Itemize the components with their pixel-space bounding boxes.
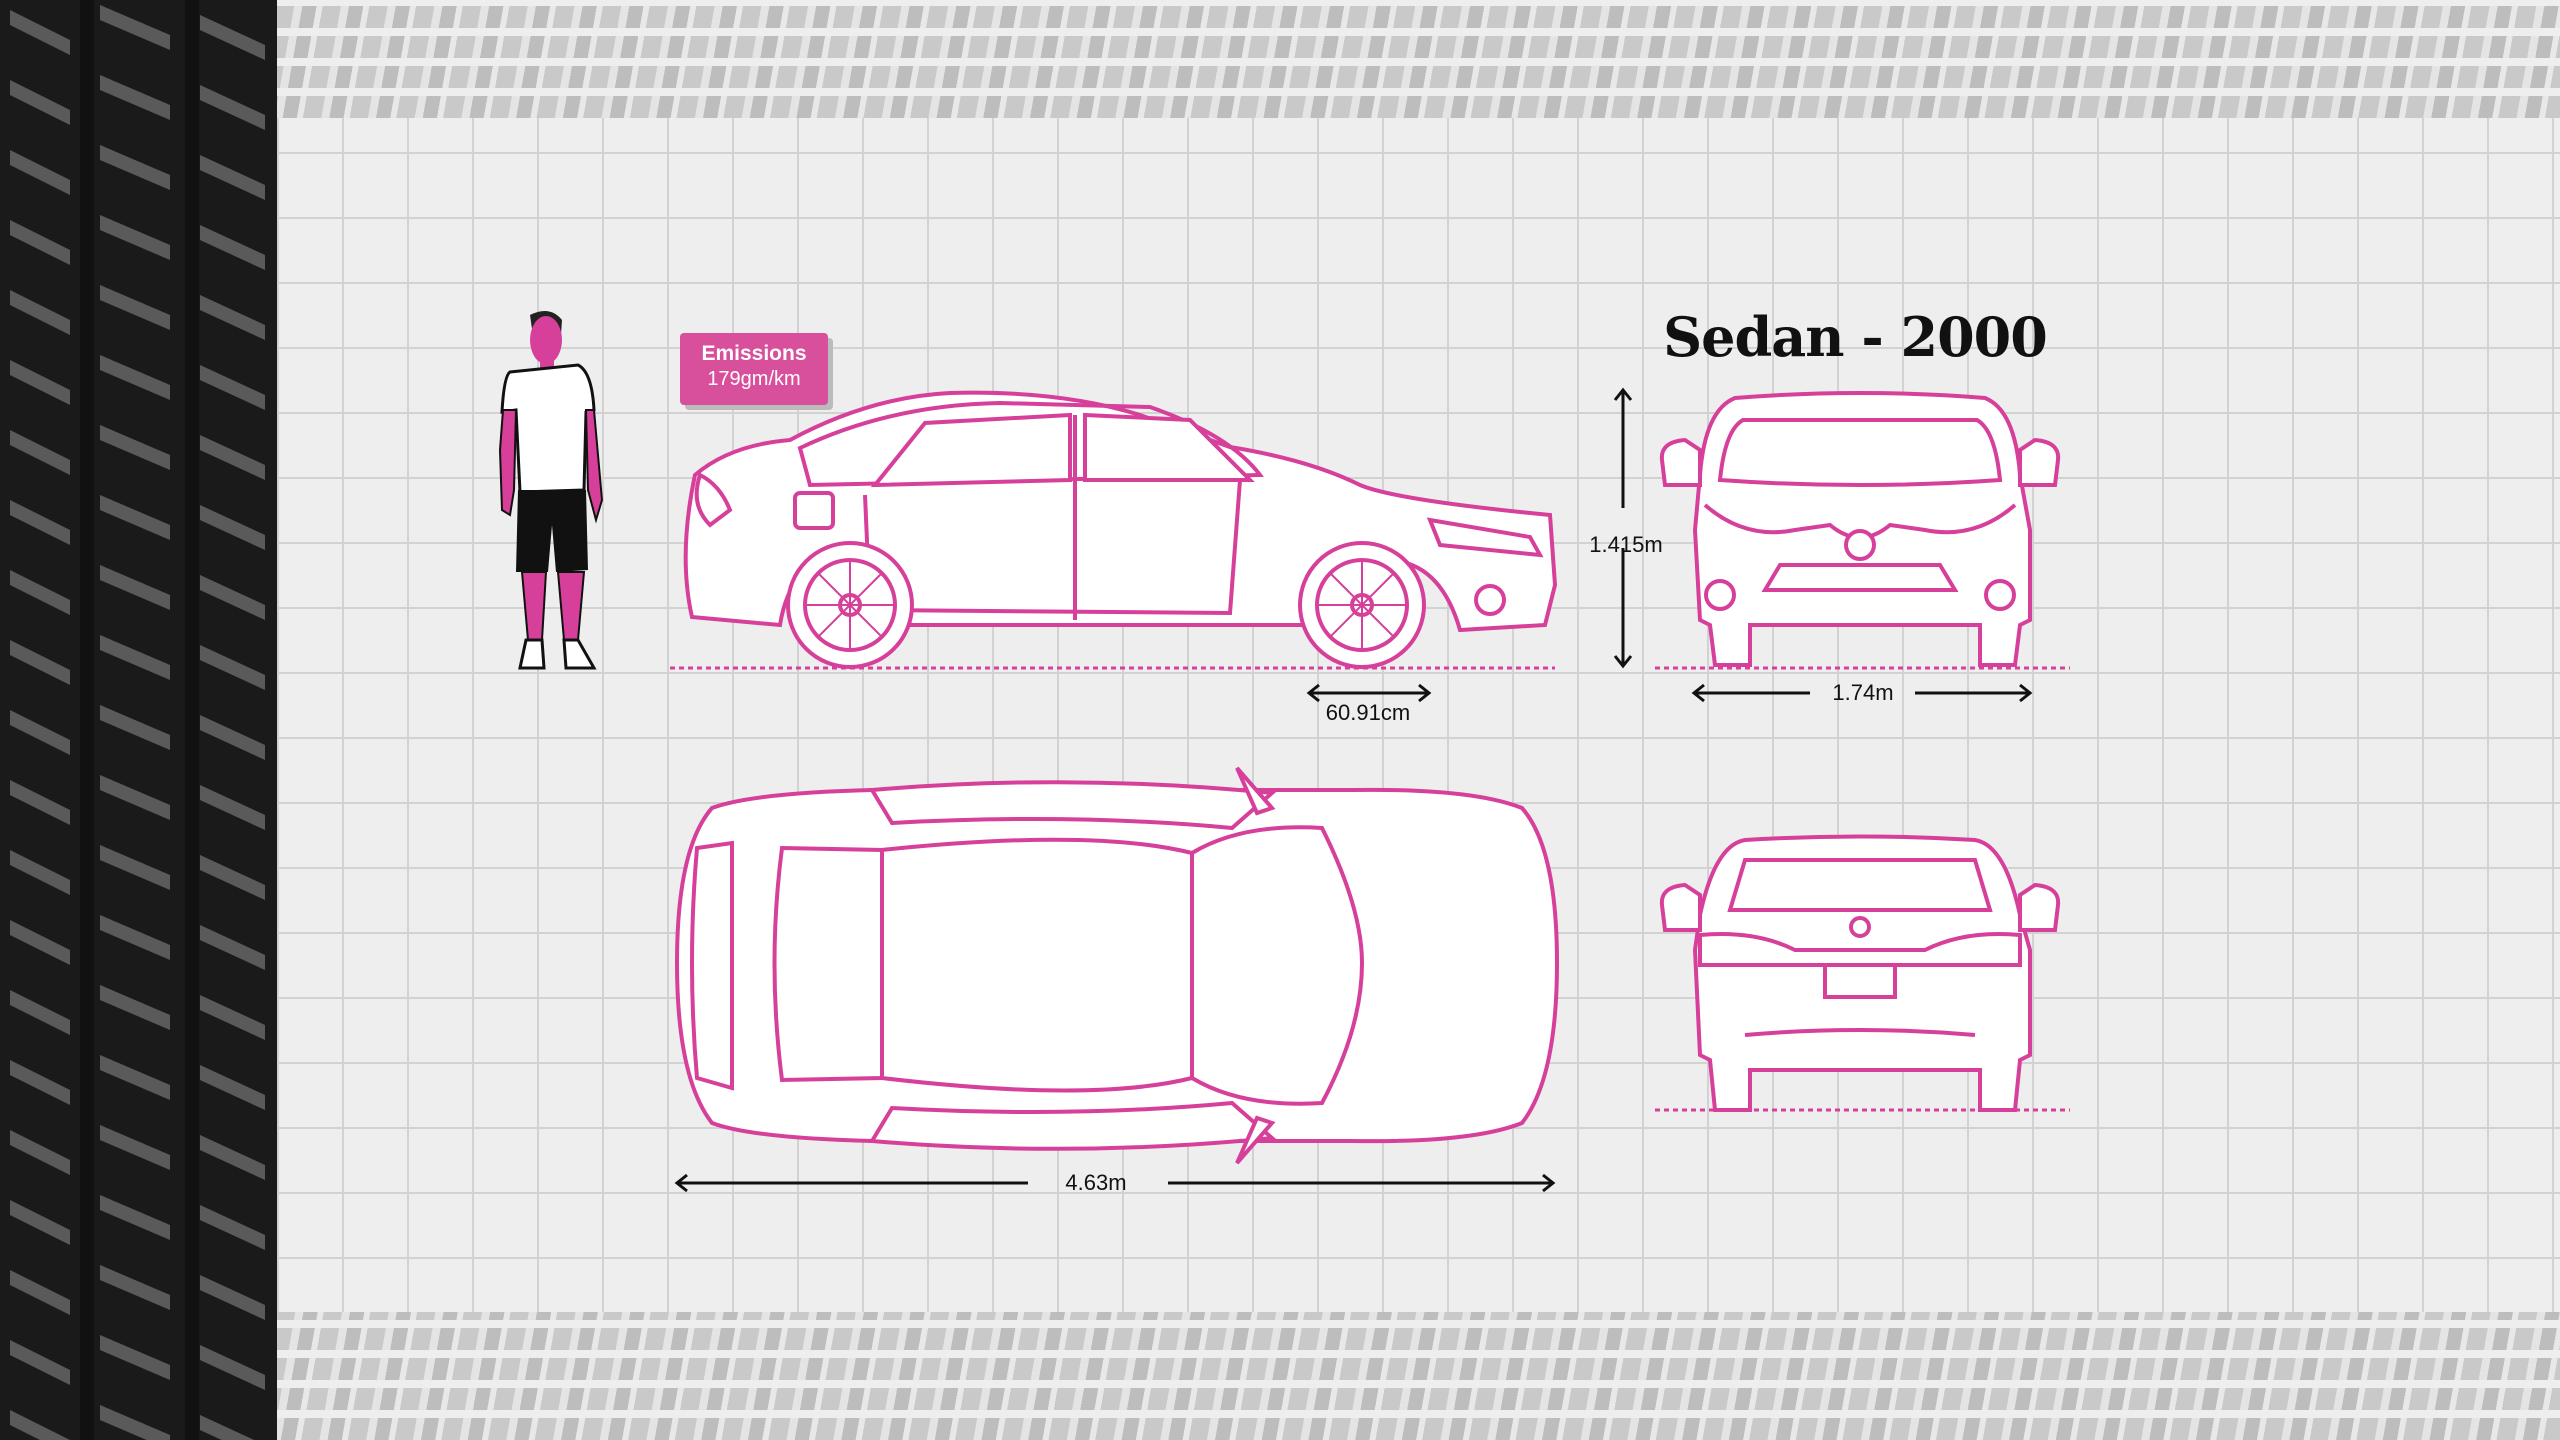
height-dimension-arrow	[1613, 387, 1633, 669]
tread-band-top	[277, 0, 2560, 118]
length-dimension-arrow	[674, 1173, 1556, 1193]
car-side-view	[670, 390, 1558, 670]
grid-background	[277, 0, 2560, 1440]
width-dimension-arrow	[1691, 683, 2033, 703]
width-label: 1.74m	[1832, 680, 1894, 705]
wheel-diameter-label: 60.91cm	[1325, 700, 1411, 725]
car-top-view	[674, 766, 1560, 1165]
emissions-label: Emissions	[701, 342, 807, 365]
emissions-badge: Emissions 179gm/km	[680, 333, 828, 405]
tire-track-strip	[0, 0, 277, 1440]
length-label: 4.63m	[1065, 1170, 1127, 1195]
person-figure	[498, 311, 604, 670]
car-front-view	[1655, 391, 2070, 670]
emissions-value: 179gm/km	[707, 368, 801, 390]
wheel-dimension-arrow	[1306, 683, 1432, 703]
page-title: Sedan - 2000	[1663, 305, 2048, 369]
tread-band-bottom	[277, 1312, 2560, 1440]
car-rear-view	[1655, 834, 2070, 1112]
height-label: 1.415m	[1589, 532, 1663, 557]
